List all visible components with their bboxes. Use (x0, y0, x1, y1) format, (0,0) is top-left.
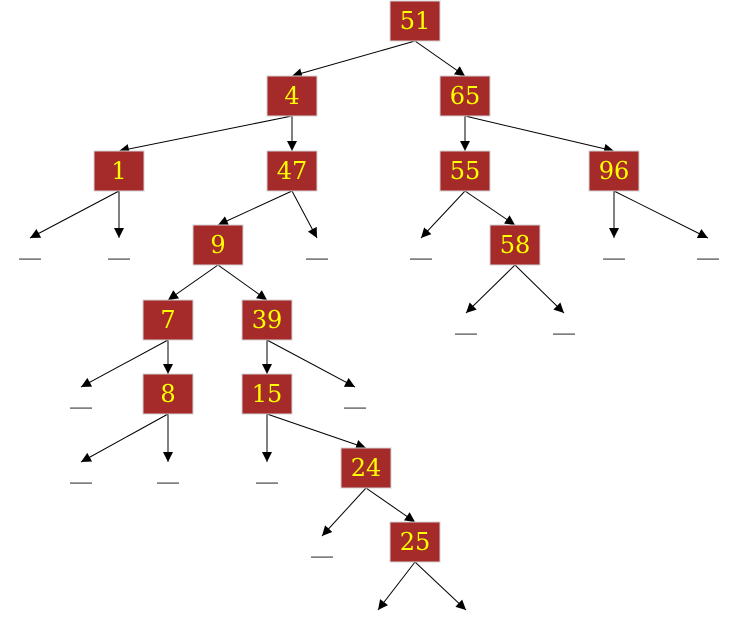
tree-node-24: 24 (340, 447, 392, 489)
edge-n4-n1 (118, 115, 293, 154)
node-box (241, 373, 293, 415)
node-label: 15 (252, 380, 283, 408)
tree-node-51: 51 (389, 0, 441, 42)
null-leaf: __ (697, 235, 719, 260)
edge-n25-null (377, 561, 416, 611)
node-label: 65 (450, 82, 481, 110)
edge-n55-null (420, 190, 466, 239)
edge-n25-null (414, 561, 467, 611)
node-label: 55 (450, 157, 481, 185)
edge-n39-null (266, 339, 356, 388)
node-label: 96 (599, 157, 630, 185)
null-leaf: __ (344, 384, 366, 409)
node-box (389, 0, 441, 42)
edge-n8-null (80, 413, 169, 463)
tree-node-47: 47 (266, 150, 318, 192)
node-box (142, 373, 194, 415)
node-box (142, 299, 194, 341)
tree-node-25: 25 (389, 521, 441, 563)
edge-n47-n9 (217, 190, 293, 226)
edge-n51-n4 (291, 40, 416, 79)
tree-node-39: 39 (241, 299, 293, 341)
node-label: 25 (400, 528, 431, 556)
node-box (588, 150, 640, 192)
node-box (489, 224, 541, 266)
null-leaf: __ (410, 235, 432, 260)
tree-node-8: 8 (142, 373, 194, 415)
null-leaf: __ (157, 459, 179, 484)
tree-node-15: 15 (241, 373, 293, 415)
node-label: 9 (210, 231, 225, 259)
node-label: 51 (400, 7, 431, 35)
node-box (266, 150, 318, 192)
tree-node-58: 58 (489, 224, 541, 266)
edge-n51-n65 (414, 40, 466, 77)
node-box (439, 75, 491, 117)
node-box (192, 224, 244, 266)
node-label: 24 (351, 454, 382, 482)
tree-node-9: 9 (192, 224, 244, 266)
node-box (340, 447, 392, 489)
null-leaf: __ (70, 459, 92, 484)
edges-layer (29, 40, 709, 611)
edge-n15-n24 (266, 413, 367, 450)
node-label: 4 (284, 82, 299, 110)
node-label: 39 (252, 306, 283, 334)
tree-node-55: 55 (439, 150, 491, 192)
null-leaf: __ (19, 235, 41, 260)
tree-node-65: 65 (439, 75, 491, 117)
edge-n9-n7 (167, 264, 219, 301)
null-leaf: __ (455, 310, 477, 335)
null-leaf: __ (553, 310, 575, 335)
null-leaf: __ (311, 533, 333, 558)
edge-n58-null (465, 264, 516, 314)
node-box (389, 521, 441, 563)
edge-n9-n39 (217, 264, 268, 301)
node-box (266, 75, 318, 117)
node-box (93, 150, 145, 192)
null-leaf: __ (367, 607, 389, 623)
edge-n24-n25 (365, 487, 416, 523)
null-leaf: __ (455, 607, 477, 623)
edge-n58-null (514, 264, 565, 314)
edge-n65-n96 (464, 115, 615, 154)
edge-n7-null (80, 339, 169, 388)
node-label: 47 (277, 157, 308, 185)
node-label: 7 (160, 306, 175, 334)
node-box (241, 299, 293, 341)
null-leaf: __ (306, 235, 328, 260)
edge-n24-null (321, 487, 367, 537)
edge-n47-null (291, 190, 318, 239)
tree-node-1: 1 (93, 150, 145, 192)
edge-n1-null (29, 190, 120, 239)
nodes-layer: 51 4 65 1 47 55 96 9 58 7 39 8 15 24 25 (93, 0, 640, 563)
null-leaf: __ (603, 235, 625, 260)
null-leaf: __ (70, 384, 92, 409)
tree-node-4: 4 (266, 75, 318, 117)
tree-node-7: 7 (142, 299, 194, 341)
edge-n96-null (613, 190, 709, 239)
node-label: 58 (500, 231, 531, 259)
node-label: 1 (111, 157, 126, 185)
null-leaf: __ (256, 459, 278, 484)
null-leaves-layer: __ __ __ __ __ __ __ __ __ __ __ __ __ __ __ __ (19, 235, 719, 623)
node-label: 8 (160, 380, 175, 408)
node-box (439, 150, 491, 192)
null-leaf: __ (108, 235, 130, 260)
tree-node-96: 96 (588, 150, 640, 192)
edge-n55-n58 (464, 190, 516, 226)
